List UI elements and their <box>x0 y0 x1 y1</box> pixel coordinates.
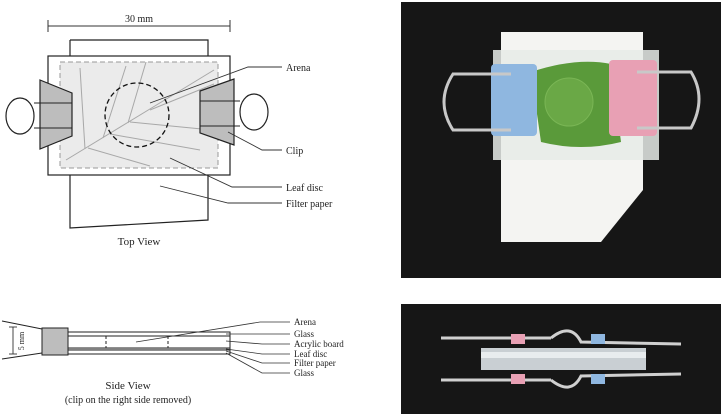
side-callout-filter-paper: Filter paper <box>294 358 336 368</box>
glass-bottom-layer <box>67 349 231 355</box>
side-callout-glass-top: Glass <box>294 329 314 339</box>
callout-leaf-disc: Leaf disc <box>286 183 323 194</box>
top-view-photo <box>401 2 721 278</box>
acrylic-board-layer <box>67 335 231 349</box>
top-view-title: Top View <box>118 236 161 248</box>
side-clip <box>1 320 69 360</box>
side-callout-acrylic-board: Acrylic board <box>294 339 344 349</box>
callout-filter-paper: Filter paper <box>286 199 333 210</box>
callout-arena: Arena <box>286 63 311 74</box>
top-view-diagram: 30 mm Arena Clip Leaf disc <box>5 14 333 248</box>
side-view-subtitle: (clip on the right side removed) <box>65 395 191 406</box>
photo-arena <box>544 77 594 127</box>
filter-paper-shape <box>69 39 209 229</box>
layer-stack <box>67 331 231 355</box>
side-view-diagram: 5 mm Arena Glass Acrylic board Leaf disc… <box>1 317 344 406</box>
photo-clip-right <box>609 60 657 136</box>
dimension-label: 30 mm <box>125 14 153 25</box>
dimension-line: 30 mm <box>47 14 231 32</box>
scale-label: 5 mm <box>17 331 26 350</box>
left-clip <box>5 79 73 150</box>
side-callout-glass-bottom: Glass <box>294 368 314 378</box>
glass-top-layer <box>67 331 231 337</box>
photo-side-clip-bottom <box>441 372 682 389</box>
leaf-disc-area <box>59 61 219 169</box>
scale-bar: 5 mm <box>9 326 26 355</box>
photo-side-stack <box>481 348 646 370</box>
side-callout-arena: Arena <box>294 317 316 327</box>
photo-clip-left <box>491 64 537 136</box>
photo-wire-right <box>637 70 701 130</box>
side-callout-lines <box>135 321 290 374</box>
arena-circle <box>104 82 170 148</box>
right-clip <box>199 78 269 146</box>
side-callout-leaf-disc: Leaf disc <box>294 349 327 359</box>
photo-side-clip-top <box>441 329 682 346</box>
callout-clip: Clip <box>286 146 303 157</box>
photo-wire-left <box>442 72 511 132</box>
side-view-title: Side View <box>105 380 150 392</box>
side-view-photo <box>401 304 721 414</box>
callout-lines <box>149 66 282 204</box>
